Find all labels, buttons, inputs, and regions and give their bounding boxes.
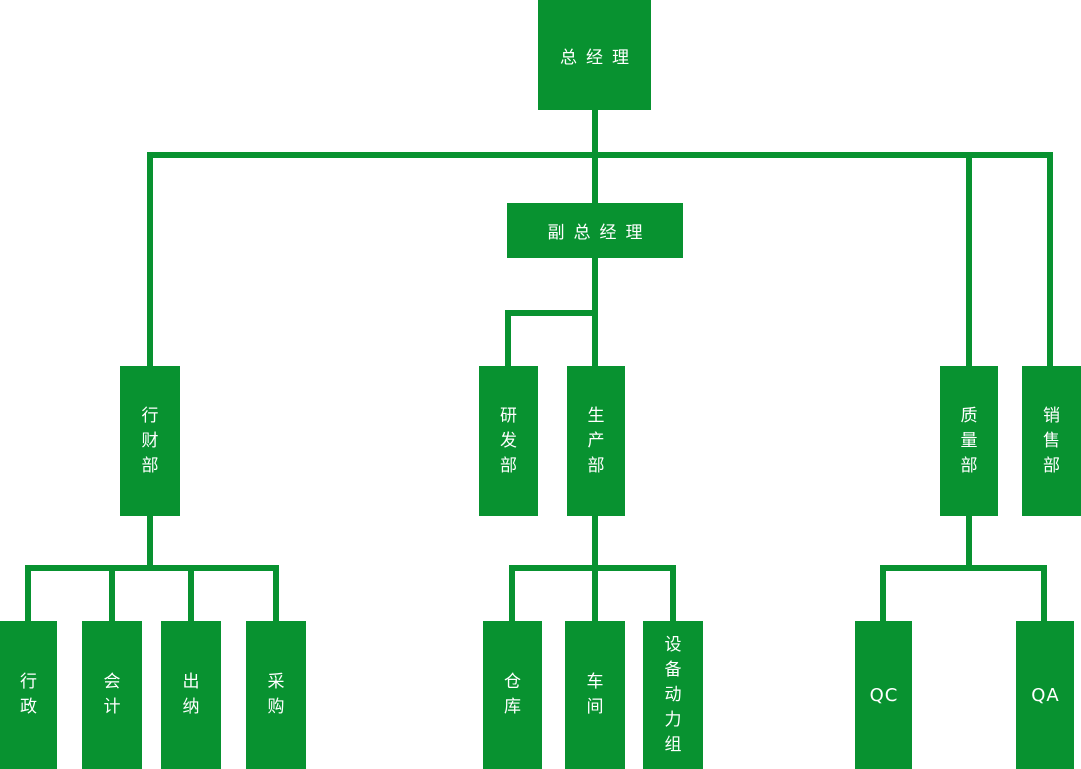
connector-line	[109, 571, 115, 621]
connector-line	[592, 158, 598, 203]
org-node-label: 行政	[20, 672, 37, 717]
org-node-label: 设备动力组	[664, 634, 682, 755]
org-node-label: 销售部	[1043, 405, 1060, 476]
org-node-deputy-general-manager: 副总经理	[507, 203, 683, 258]
connector-line	[147, 152, 1053, 158]
connector-line	[966, 152, 972, 366]
connector-line	[505, 316, 511, 366]
connector-line	[880, 571, 886, 621]
org-node-label: 车间	[586, 672, 604, 717]
connector-line	[592, 110, 598, 158]
connector-line	[670, 571, 676, 621]
connector-line	[25, 571, 31, 621]
connector-line	[505, 310, 598, 316]
org-node-rd-dept: 研发部	[479, 366, 538, 516]
connector-line	[509, 571, 515, 621]
org-node-general-manager: 总经理	[538, 0, 651, 110]
org-node-production-dept: 生产部	[567, 366, 625, 516]
connector-line	[509, 565, 676, 571]
org-node-admin: 行政	[0, 621, 57, 769]
org-node-label: 总经理	[560, 47, 638, 68]
org-node-accounting: 会计	[82, 621, 142, 769]
org-node-label: QC	[869, 684, 899, 706]
org-node-label: QA	[1031, 684, 1060, 706]
connector-line	[966, 516, 972, 571]
connector-line	[273, 571, 279, 621]
org-node-label: 质量部	[960, 405, 978, 476]
org-node-label: 仓库	[504, 672, 521, 717]
connector-line	[592, 516, 598, 571]
org-node-workshop: 车间	[565, 621, 625, 769]
connector-line	[147, 516, 153, 571]
connector-line	[188, 571, 194, 621]
org-node-equipment-power-group: 设备动力组	[643, 621, 703, 769]
connector-line	[147, 152, 153, 366]
connector-line	[880, 565, 1047, 571]
org-node-warehouse: 仓库	[483, 621, 542, 769]
org-node-label: 采购	[267, 672, 285, 717]
org-node-label: 生产部	[587, 405, 605, 476]
connector-line	[1047, 152, 1053, 366]
org-node-label: 会计	[103, 672, 121, 717]
connector-line	[1041, 571, 1047, 621]
connector-line	[592, 571, 598, 621]
org-node-quality-dept: 质量部	[940, 366, 998, 516]
org-node-label: 出纳	[182, 672, 200, 717]
org-node-label: 研发部	[500, 405, 517, 476]
org-node-label: 副总经理	[547, 223, 652, 243]
org-node-qa: QA	[1016, 621, 1074, 769]
org-node-label: 行财部	[141, 405, 159, 476]
org-node-qc: QC	[855, 621, 912, 769]
org-node-cashier: 出纳	[161, 621, 221, 769]
connector-line	[25, 565, 279, 571]
org-node-sales-dept: 销售部	[1022, 366, 1081, 516]
org-node-purchasing: 采购	[246, 621, 306, 769]
org-node-admin-finance-dept: 行财部	[120, 366, 180, 516]
